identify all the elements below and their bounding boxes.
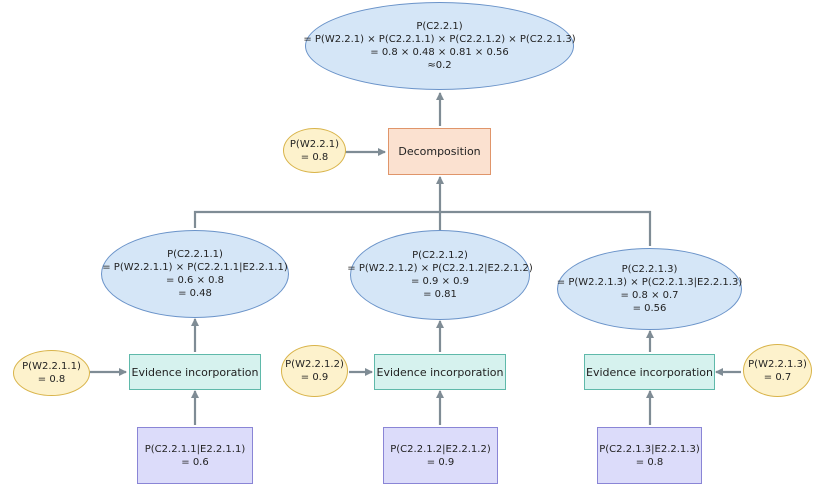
top-result-line: = 0.8 × 0.48 × 0.81 × 0.56 (370, 47, 509, 58)
child-3-result-node: P(C2.2.1.3) = P(W2.2.1.3) × P(C2.2.1.3|E… (557, 248, 742, 330)
result-line: = 0.56 (632, 303, 667, 314)
weight-line: P(W2.2.1.1) (22, 361, 81, 372)
top-result-node: P(C2.2.1) = P(W2.2.1) × P(C2.2.1.1) × P(… (303, 2, 576, 90)
weight-line: = 0.9 (300, 372, 329, 383)
conditional-line: P(C2.2.1.3|E2.2.1.3) (599, 443, 700, 455)
weight-line: P(W2.2.1.2) (285, 359, 344, 370)
top-weight-node: P(W2.2.1) = 0.8 (283, 128, 346, 173)
result-line: P(C2.2.1.2) (412, 250, 468, 261)
child-1-evidence-box: Evidence incorporation (129, 354, 261, 390)
weight-line: P(W2.2.1) (289, 138, 340, 150)
child-2-result-node: P(C2.2.1.2) = P(W2.2.1.2) × P(C2.2.1.2|E… (347, 230, 533, 320)
conditional-line: = 0.8 (635, 456, 664, 468)
weight-line: P(W2.2.1.3) (748, 358, 807, 370)
conditional-line: P(C2.2.1.2|E2.2.1.2) (390, 443, 491, 455)
result-line: = 0.81 (423, 289, 457, 300)
child-3-evidence-box: Evidence incorporation (584, 354, 715, 390)
weight-line: = 0.8 (37, 374, 66, 385)
conditional-line: = 0.6 (181, 456, 209, 468)
top-result-line: = P(W2.2.1) × P(C2.2.1.1) × P(C2.2.1.2) … (303, 34, 576, 45)
result-line: = 0.6 × 0.8 (165, 275, 225, 286)
top-result-line: ≈0.2 (427, 60, 452, 71)
child-3-conditional-box: P(C2.2.1.3|E2.2.1.3) = 0.8 (597, 427, 702, 484)
weight-line: = 0.8 (300, 151, 329, 163)
branch-left (193, 210, 440, 228)
evidence-label: Evidence incorporation (376, 365, 504, 379)
child-2-weight-node: P(W2.2.1.2) = 0.9 (281, 345, 348, 397)
top-result-line: P(C2.2.1) (416, 21, 463, 32)
result-line: P(C2.2.1.3) (621, 264, 678, 275)
result-line: = 0.48 (178, 288, 212, 299)
evidence-label: Evidence incorporation (586, 365, 713, 379)
evidence-label: Evidence incorporation (131, 365, 259, 379)
decomposition-box: Decomposition (388, 128, 491, 175)
child-1-result-node: P(C2.2.1.1) = P(W2.2.1.1) × P(C2.2.1.1|E… (101, 230, 289, 318)
result-line: = P(W2.2.1.1) × P(C2.2.1.1|E2.2.1.1) (102, 262, 288, 273)
conditional-line: = 0.9 (426, 456, 455, 468)
result-line: P(C2.2.1.1) (167, 249, 223, 260)
child-1-weight-node: P(W2.2.1.1) = 0.8 (13, 350, 90, 396)
result-line: = 0.8 × 0.7 (620, 290, 679, 301)
result-line: = P(W2.2.1.3) × P(C2.2.1.3|E2.2.1.3) (556, 277, 743, 288)
child-3-weight-node: P(W2.2.1.3) = 0.7 (743, 344, 812, 397)
child-1-conditional-box: P(C2.2.1.1|E2.2.1.1) = 0.6 (137, 427, 253, 484)
weight-line: = 0.7 (763, 371, 792, 383)
branch-right (440, 210, 652, 246)
child-2-evidence-box: Evidence incorporation (374, 354, 506, 390)
conditional-line: P(C2.2.1.1|E2.2.1.1) (144, 443, 246, 455)
result-line: = 0.9 × 0.9 (410, 276, 470, 287)
child-2-conditional-box: P(C2.2.1.2|E2.2.1.2) = 0.9 (383, 427, 498, 484)
decomposition-label: Decomposition (398, 145, 481, 158)
result-line: = P(W2.2.1.2) × P(C2.2.1.2|E2.2.1.2) (347, 263, 533, 274)
